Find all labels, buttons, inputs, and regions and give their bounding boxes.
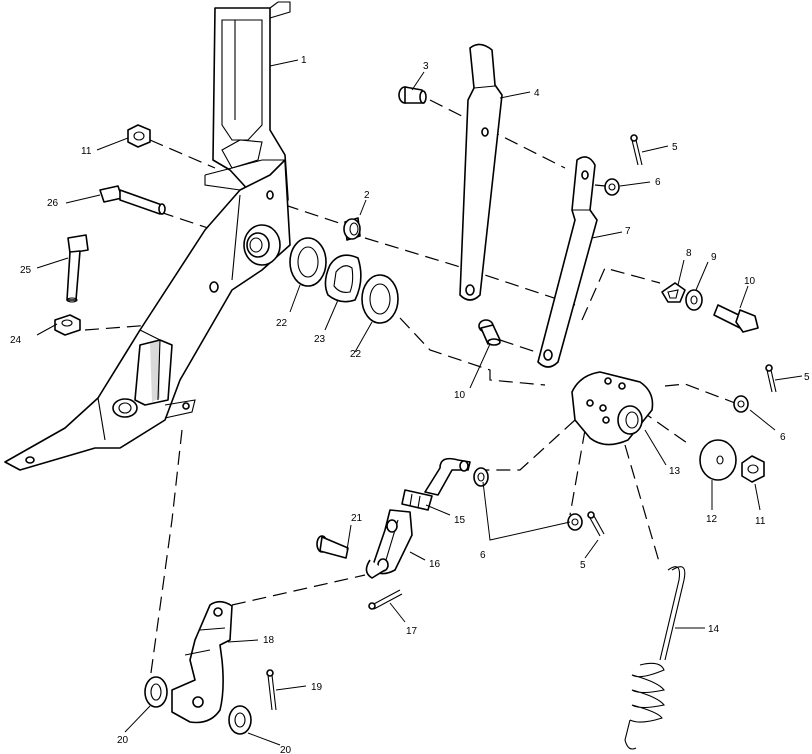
bushing-2 [343, 217, 361, 241]
wave-washer-23 [324, 254, 362, 303]
callout-12: 12 [706, 514, 718, 525]
callout-1: 1 [301, 55, 307, 66]
callout-2: 2 [364, 190, 370, 201]
washer-9 [685, 289, 703, 311]
lever-18 [171, 600, 233, 724]
washer-22-right [361, 274, 399, 324]
pin-3 [398, 86, 427, 104]
spring-14 [624, 566, 686, 750]
callout-3: 3 [423, 61, 429, 72]
clip-8 [661, 282, 686, 303]
cotter-pin-17 [368, 589, 403, 610]
washer-6-upper [604, 178, 620, 196]
callout-18: 18 [263, 635, 275, 646]
callout-11-right: 11 [755, 516, 766, 527]
main-bracket [4, 1, 291, 471]
callout-16: 16 [429, 559, 441, 570]
washer-6-mid [473, 467, 489, 487]
cotter-pin-5-upper [630, 134, 643, 166]
callout-5-upper: 5 [672, 142, 678, 153]
callout-23: 23 [314, 334, 326, 345]
bolt-25 [66, 234, 89, 303]
callout-5-right: 5 [804, 372, 810, 383]
bolt-10-right [713, 304, 759, 333]
callout-11-upper: 11 [81, 146, 92, 157]
clevis-16 [365, 509, 413, 579]
callout-25: 25 [20, 265, 32, 276]
callout-17: 17 [406, 626, 418, 637]
callout-24: 24 [10, 335, 22, 346]
washer-6-lower [567, 513, 583, 531]
washer-22-left [289, 237, 327, 287]
washer-20-left [144, 676, 168, 708]
callout-labels: 1 2 3 4 5 5 5 6 6 6 7 8 9 10 10 11 11 12… [10, 55, 810, 754]
washer-6-right [733, 395, 749, 413]
cotter-pin-5-right [765, 364, 777, 393]
washer-12 [699, 439, 737, 481]
callout-14: 14 [708, 624, 720, 635]
washer-20-right [228, 705, 252, 735]
callout-26: 26 [47, 198, 59, 209]
callout-6-upper: 6 [655, 177, 661, 188]
arm-7 [537, 156, 598, 368]
callout-19: 19 [311, 682, 323, 693]
rod-15 [401, 457, 471, 511]
callout-20-left: 20 [117, 735, 129, 746]
callout-22-right: 22 [350, 349, 362, 360]
callout-5-lower: 5 [580, 560, 586, 571]
callout-13: 13 [669, 466, 681, 477]
bolt-26 [99, 185, 166, 215]
callout-10-center: 10 [454, 390, 466, 401]
callout-7: 7 [625, 226, 631, 237]
callout-9: 9 [711, 252, 717, 263]
cam-plate-13 [571, 371, 654, 446]
pin-10-center [478, 319, 501, 346]
callout-21: 21 [351, 513, 363, 524]
callout-6-right: 6 [780, 432, 786, 443]
nut-11-right [741, 455, 765, 483]
callout-6-lower: 6 [480, 550, 486, 561]
cotter-pin-19 [266, 669, 277, 711]
callout-8: 8 [686, 248, 692, 259]
pin-21 [316, 535, 349, 559]
callout-10-right: 10 [744, 276, 756, 287]
cotter-pin-5-lower [587, 511, 605, 537]
callout-20-right: 20 [280, 745, 292, 754]
callout-22-left: 22 [276, 318, 288, 329]
callout-15: 15 [454, 515, 466, 526]
leader-lines [36, 59, 803, 746]
nut-11-upper [127, 124, 151, 148]
link-arm-4 [459, 43, 503, 301]
callout-4: 4 [534, 88, 540, 99]
nut-24 [54, 314, 81, 336]
